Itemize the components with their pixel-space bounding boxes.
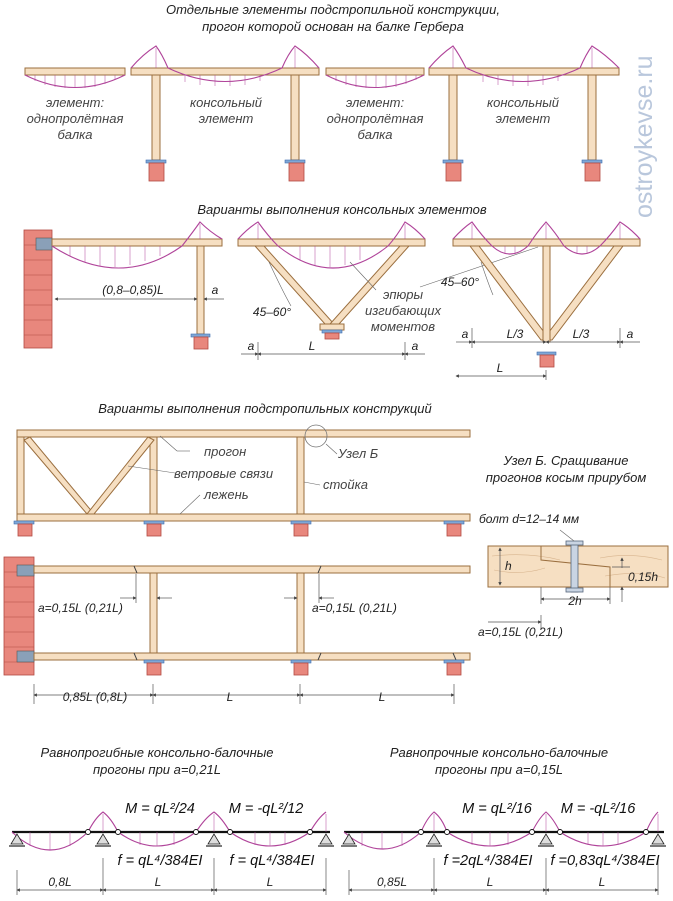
label-cantilever-1-b: элемент [199,111,254,126]
section3-title: Варианты выполнения подстропильных конст… [98,401,432,416]
left-moment-2: M = -qL²/12 [229,801,304,817]
angle-label-1: 45–60° [253,305,291,319]
node-b-title-line2: прогонов косым прирубом [486,470,647,485]
node-dim-h: h [505,559,512,573]
node-b-title-line1: Узел Б. Сращивание [503,453,629,468]
label-single-span-1-c: балка [57,127,92,142]
left-deflection-1: f = qL⁴/384EI [118,853,203,869]
frame-with-wind-braces [13,424,471,537]
label-single-span-2-b: однопролётная [327,111,424,126]
dim-a-1: a [212,283,219,297]
dim-L-frame-1: L [227,690,234,704]
label-single-span-1-b: однопролётная [27,111,124,126]
right-dim-first: 0,85L [377,875,407,889]
cantilever-element-2 [428,45,620,182]
right-beam-diagram [341,811,666,895]
left-dim-first: 0,8L [48,875,71,889]
node-dim-2h: 2h [567,594,582,608]
label-wind-braces: ветровые связи [174,466,273,481]
dim-a-5: a [627,327,634,341]
right-moment-1: M = qL²/16 [462,801,533,817]
frame-cantilever-beam [3,556,471,704]
label-post: стойка [323,477,368,492]
node-b-joint-detail [487,529,669,630]
cantilever-variant-v-struts [237,221,426,360]
cantilever-variant-three-strut [452,221,641,380]
dim-L-frame-2: L [379,690,386,704]
section1-title-line1: Отдельные элементы подстропильной констр… [166,2,500,17]
dim-L-3: L [497,361,504,375]
dim-L-2: L [309,339,316,353]
section1-title-line2: прогон которой основан на балке Гербера [202,19,464,34]
section1-elements [24,45,620,182]
label-beam: лежень [203,487,249,502]
right-moment-2: M = -qL²/16 [561,801,636,817]
label-single-span-1-a: элемент: [46,95,105,110]
node-dim-015h: 0,15h [628,570,658,584]
moment-label-line1: эпюры [383,287,424,302]
moment-label-line3: моментов [371,319,435,334]
dim-L3-2: L/3 [573,327,590,341]
left-title-line1: Равнопрогибные консольно-балочные [40,745,273,760]
cantilever-variant-wall [23,221,224,350]
cantilever-element-1 [130,45,320,182]
right-dim-L-2: L [599,875,606,889]
label-node-b: Узел Б [337,446,379,461]
label-single-span-2-c: балка [357,127,392,142]
label-purlin: прогон [204,444,246,459]
label-cantilever-2-a: консольный [487,95,559,110]
right-dim-L-1: L [487,875,494,889]
angle-label-2: 45–60° [441,275,479,289]
single-span-beam-1 [24,67,126,88]
label-cantilever-1-a: консольный [190,95,262,110]
label-single-span-2-a: элемент: [346,95,405,110]
site-watermark: ostroykevse.ru [630,55,658,218]
left-moment-1: M = qL²/24 [125,801,195,817]
dim-a-2: a [248,339,255,353]
right-title-line1: Равнопрочные консольно-балочные [390,745,608,760]
dim-cantilever-span: (0,8–0,85)L [102,283,163,297]
single-span-beam-2 [325,67,425,88]
node-dim-a: a=0,15L (0,21L) [478,625,563,639]
dim-a-right: a=0,15L (0,21L) [312,601,397,615]
left-beam-diagram [9,811,334,895]
left-title-line2: прогоны при a=0,21L [93,762,221,777]
dim-085L: 0,85L (0,8L) [63,690,128,704]
dim-a-3: a [412,339,419,353]
right-title-line2: прогоны при a=0,15L [435,762,563,777]
label-cantilever-2-b: элемент [496,111,551,126]
left-dim-L-2: L [267,875,274,889]
right-deflection-1: f =2qL⁴/384EI [444,853,533,869]
bolt-label: болт d=12–14 мм [479,512,579,526]
section2-title: Варианты выполнения консольных элементов [197,202,487,217]
dim-a-left: a=0,15L (0,21L) [38,601,123,615]
left-dim-L-1: L [155,875,162,889]
moment-label-line2: изгибающих [365,303,442,318]
dim-L3-1: L/3 [507,327,524,341]
left-deflection-2: f = qL⁴/384EI [230,853,315,869]
right-deflection-2: f =0,83qL⁴/384EI [550,853,659,869]
dim-a-4: a [462,327,469,341]
